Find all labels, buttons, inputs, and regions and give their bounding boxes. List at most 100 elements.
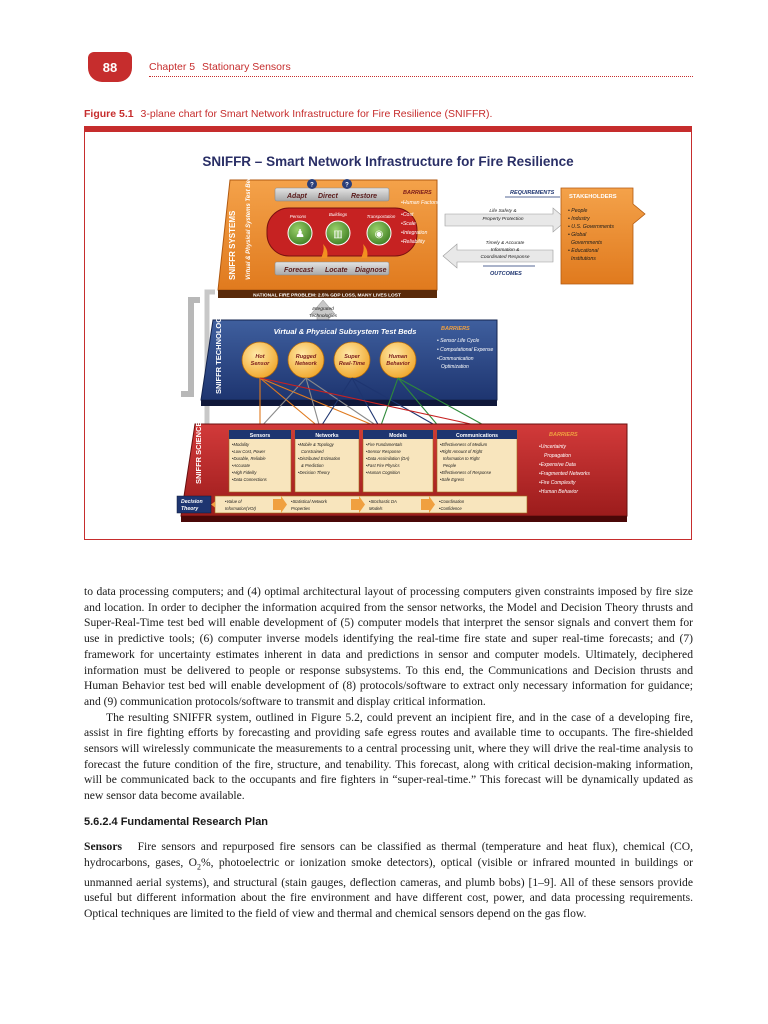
- decision-arrow: [421, 496, 435, 513]
- buildings-icon: [325, 220, 351, 246]
- flame-icon: [361, 244, 368, 258]
- requirements-line: Property Protection: [482, 216, 523, 222]
- decision-arrow: [273, 496, 287, 513]
- test-bed-rugged-network: [287, 341, 325, 379]
- systems-test-beds-label: Virtual & Physical Systems Test Beds: [246, 172, 252, 280]
- integrated-line: Technologies: [309, 313, 338, 319]
- help-person-icon: [307, 179, 317, 189]
- persons-icon: [287, 220, 313, 246]
- figure-caption-text: 3-plane chart for Smart Network Infrastr…: [140, 108, 493, 120]
- thrust-item: •Fire Fundamentals: [366, 442, 403, 447]
- thrust-item: Information to Right: [443, 456, 480, 461]
- technology-barriers-title: BARRIERS: [441, 326, 470, 332]
- outcomes-arrow: [442, 243, 554, 269]
- figure-label: Figure 5.1: [84, 108, 134, 120]
- thrust-connection-lines: [259, 377, 490, 429]
- action-diagnose: Diagnose: [355, 267, 387, 274]
- test-bed-human-behavior: [379, 341, 417, 379]
- requirements-line: Life Safety &: [489, 208, 516, 214]
- technology-barrier: • Computational Expense: [437, 347, 493, 353]
- decision-item: Information(VOI): [225, 506, 257, 511]
- science-barrier: •Uncertainty: [539, 444, 567, 450]
- bed-label: Human: [389, 354, 408, 360]
- thrust-title: Models: [389, 433, 407, 439]
- systems-barrier: •Scale: [401, 221, 416, 227]
- response-line: Timely & Accurate: [486, 240, 525, 246]
- action-locate: Locate: [325, 267, 348, 274]
- technology-title: Virtual & Physical Subsystem Test Beds: [274, 327, 417, 336]
- chapter-title: Stationary Sensors: [202, 61, 291, 73]
- running-head: Chapter 5 Stationary Sensors: [149, 61, 291, 73]
- science-barrier: •Human Behavior: [539, 489, 578, 495]
- stakeholder-item: • U.S. Governments: [568, 224, 614, 230]
- bed-label: Rugged: [296, 354, 317, 360]
- bed-label: Sensor: [251, 361, 271, 367]
- systems-plane: NATIONAL FIRE PROBLEM: 2.5% GDP LOSS, MA…: [217, 172, 439, 299]
- outcomes-title: OUTCOMES: [490, 271, 522, 277]
- thrust-item: •Data Connections: [232, 477, 268, 482]
- svg-text:?: ?: [310, 183, 314, 189]
- decision-item: •Statistical Network: [291, 499, 328, 504]
- stakeholder-item: • People: [568, 208, 588, 214]
- subscript: 2: [197, 862, 201, 872]
- sensors-paragraph: Sensors Fire sensors and repurposed fire…: [84, 839, 693, 922]
- section-heading: 5.6.2.4 Fundamental Research Plan: [84, 816, 268, 828]
- science-barrier: •Fire Complexity: [539, 480, 576, 486]
- thrust-models: Models •Fire Fundamentals •Sensor Respon…: [362, 429, 434, 493]
- stakeholder-item: Governments: [571, 240, 603, 246]
- stakeholders-title: STAKEHOLDERS: [569, 194, 617, 200]
- technology-barrier: •Communication: [437, 356, 474, 362]
- body-paragraphs: to data processing computers; and (4) op…: [84, 584, 693, 804]
- svg-text:◉: ◉: [375, 229, 384, 240]
- response-line: Information &: [491, 247, 520, 253]
- decision-label: Theory: [181, 506, 199, 512]
- paragraph-lead: Sensors: [84, 840, 123, 853]
- page-number: 88: [88, 52, 132, 82]
- systems-barrier: •Integration: [401, 230, 427, 236]
- transportation-icon: [366, 220, 392, 246]
- technology-plane: SNIFFR TECHNOLOGY Virtual & Physical Sub…: [200, 312, 498, 406]
- svg-text:▥: ▥: [333, 229, 342, 240]
- decision-item: •Coordination: [439, 499, 465, 504]
- thrust-item: •Low Cost, Power: [232, 449, 266, 454]
- technology-barrier: • Sensor Life Cycle: [437, 338, 480, 344]
- thrust-sensors: Sensors •Modality •Low Cost, Power •Dura…: [228, 429, 292, 493]
- thrust-title: Networks: [315, 433, 338, 439]
- technology-side-label: SNIFFR TECHNOLOGY: [214, 312, 223, 394]
- circle-label-buildings: Buildings: [329, 212, 348, 217]
- action-restore: Restore: [351, 193, 377, 200]
- test-bed-hot-sensor: [241, 341, 279, 379]
- thrust-communications: Communications •Effectiveness of Medium …: [436, 429, 518, 493]
- decision-item: •Value of: [225, 499, 243, 504]
- science-barriers-title: BARRIERS: [549, 432, 578, 438]
- svg-text:♟: ♟: [295, 228, 305, 240]
- requirements-arrow: [444, 207, 568, 233]
- integrated-line: Integrated: [312, 306, 334, 312]
- action-direct: Direct: [318, 193, 339, 200]
- sensors-text: %, photoelectric or ionization smoke det…: [84, 855, 693, 921]
- thrust-item: •Data Assimilation (DA): [366, 456, 410, 461]
- thrust-item: •Effectiveness of Medium: [440, 442, 488, 447]
- section-number: 5.6.2.4: [84, 816, 118, 828]
- requirements-title: REQUIREMENTS: [510, 190, 555, 196]
- science-side-label: SNIFFR SCIENCE: [194, 421, 203, 484]
- body-paragraph: The resulting SNIFFR system, outlined in…: [84, 710, 693, 803]
- systems-barrier: •Reliability: [401, 239, 425, 245]
- body-paragraph: to data processing computers; and (4) op…: [84, 585, 693, 708]
- decision-arrow: [351, 496, 365, 513]
- thrust-item: •Distributed Estimation: [298, 456, 341, 461]
- decision-item: •Confidence: [439, 506, 462, 511]
- thrust-item: •Sensor Response: [366, 449, 401, 454]
- bed-label: Super: [344, 354, 360, 360]
- help-person-icon: [342, 179, 352, 189]
- header-rule: [149, 76, 693, 77]
- diagram-title: SNIFFR – Smart Network Infrastructure fo…: [202, 154, 574, 169]
- thrust-item: •Human Cognition: [366, 470, 400, 475]
- bed-label: Network: [295, 361, 318, 367]
- thrust-title: Communications: [456, 433, 498, 439]
- stakeholders-box: STAKEHOLDERS • People • Industry • U.S. …: [560, 187, 646, 285]
- technology-barrier: Optimization: [441, 364, 469, 370]
- figure-frame: SNIFFR – Smart Network Infrastructure fo…: [84, 126, 692, 540]
- section-title: Fundamental Research Plan: [120, 816, 269, 828]
- decision-label: Decision: [181, 499, 203, 505]
